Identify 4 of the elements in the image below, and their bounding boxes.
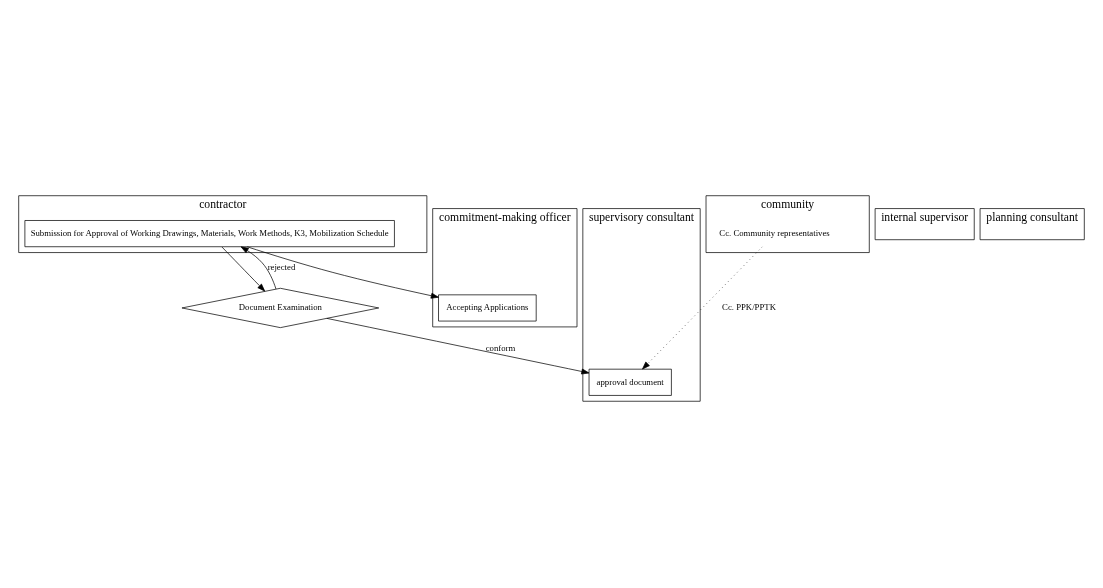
edge-label: rejected bbox=[267, 261, 296, 272]
edge-label: Cc. PPK/PPTK bbox=[722, 302, 776, 313]
edge-label: conform bbox=[485, 342, 516, 353]
node-text: Cc. Community representatives bbox=[719, 227, 830, 238]
